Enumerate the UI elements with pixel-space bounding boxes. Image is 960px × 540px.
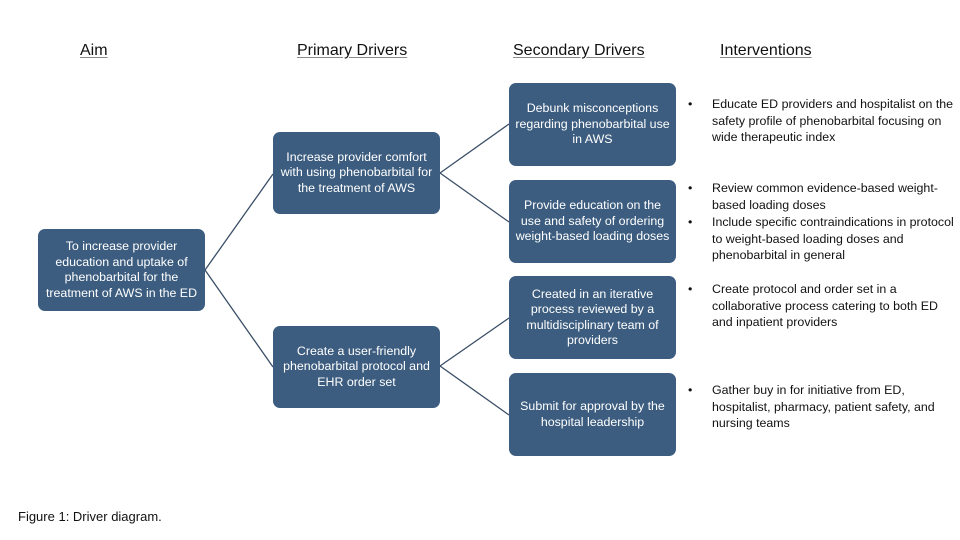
- intervention-list: •Review common evidence-based weight-bas…: [688, 180, 960, 264]
- secondary-driver-text: Created in an iterative process reviewed…: [526, 286, 659, 348]
- secondary-driver-box: Provide education on the use and safety …: [509, 180, 676, 263]
- intervention-item: •Gather buy in for initiative from ED, h…: [688, 383, 935, 430]
- secondary-driver-box: Debunk misconceptions regarding phenobar…: [509, 83, 676, 166]
- connector-primary1-to-secondary-2: [439, 172, 510, 223]
- bullet-icon: •: [688, 97, 693, 111]
- header-aim: Aim: [80, 42, 108, 59]
- intervention-list: •Create protocol and order set in a coll…: [688, 281, 960, 331]
- bullet-icon: •: [688, 282, 693, 296]
- secondary-driver-text: Provide education on the use and safety …: [515, 198, 670, 244]
- connector-primary2-to-secondary-3: [439, 317, 510, 367]
- aim-box: To increase provider education and uptak…: [38, 229, 205, 311]
- connector-aim-to-primary-1: [204, 173, 274, 271]
- primary-driver-box: Increase provider comfort with using phe…: [273, 132, 440, 214]
- bullet-icon: •: [688, 181, 693, 195]
- secondary-driver-text: Submit for approval by the hospital lead…: [520, 399, 665, 429]
- header-secondary-drivers: Secondary Drivers: [513, 42, 645, 59]
- primary-driver-text: Increase provider comfort with using phe…: [280, 149, 433, 195]
- intervention-item: •Include specific contraindications in p…: [688, 215, 954, 262]
- primary-driver-box: Create a user-friendly phenobarbital pro…: [273, 326, 440, 408]
- intervention-list: •Educate ED providers and hospitalist on…: [688, 96, 960, 146]
- intervention-item: •Educate ED providers and hospitalist on…: [688, 97, 954, 144]
- aim-text: To increase provider education and uptak…: [45, 239, 198, 300]
- secondary-driver-box: Submit for approval by the hospital lead…: [509, 373, 676, 456]
- connector-aim-to-primary-2: [204, 269, 274, 368]
- secondary-driver-text: Debunk misconceptions regarding phenobar…: [515, 101, 670, 147]
- intervention-list: •Gather buy in for initiative from ED, h…: [688, 382, 960, 432]
- connector-primary2-to-secondary-4: [439, 365, 510, 416]
- figure-caption: Figure 1: Driver diagram.: [18, 509, 162, 524]
- intervention-item: •Create protocol and order set in a coll…: [688, 282, 938, 329]
- intervention-item: •Review common evidence-based weight-bas…: [688, 181, 938, 212]
- bullet-icon: •: [688, 383, 693, 397]
- secondary-driver-box: Created in an iterative process reviewed…: [509, 276, 676, 359]
- header-primary-drivers: Primary Drivers: [297, 42, 408, 59]
- bullet-icon: •: [688, 215, 693, 229]
- primary-driver-text: Create a user-friendly phenobarbital pro…: [283, 343, 430, 389]
- connector-primary1-to-secondary-1: [439, 123, 510, 174]
- header-interventions: Interventions: [720, 42, 812, 59]
